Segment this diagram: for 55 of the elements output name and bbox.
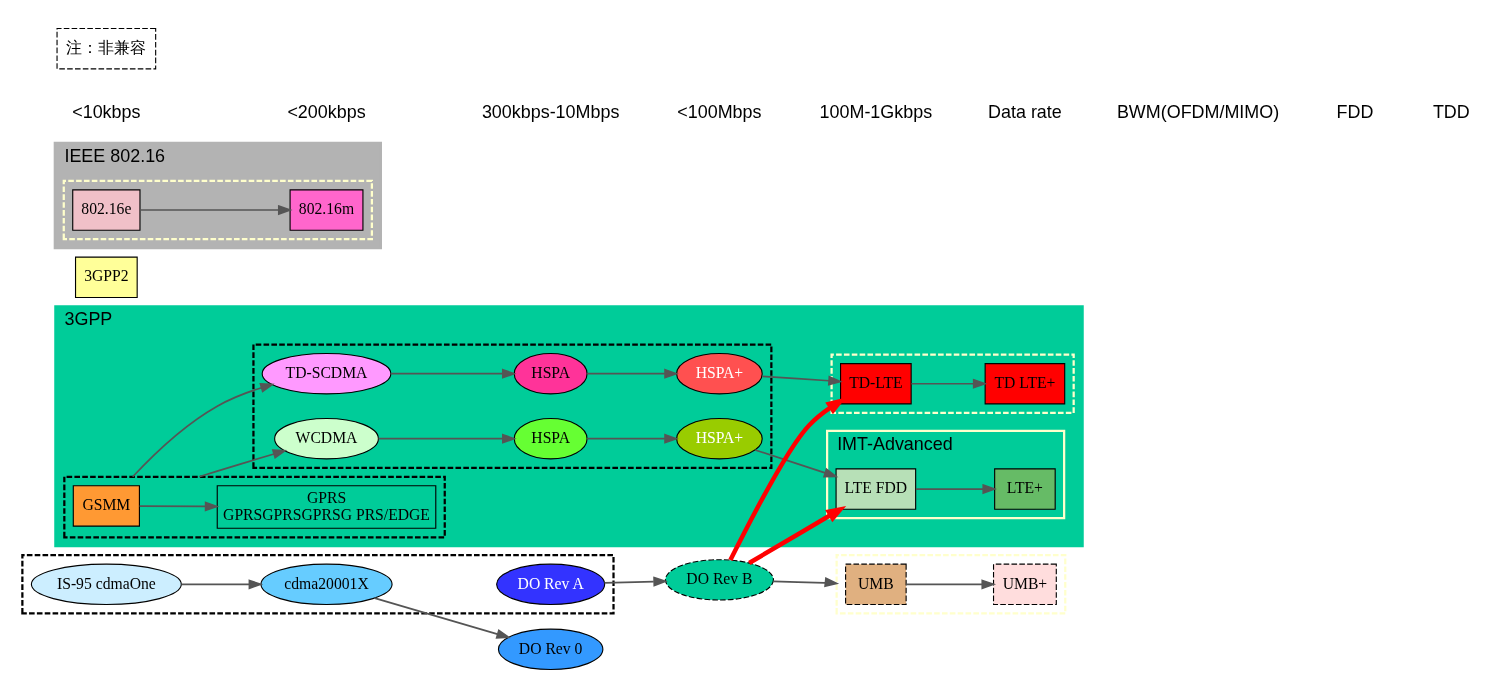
cluster (21, 553, 615, 615)
arrow (761, 375, 843, 386)
node-box: UMB (845, 563, 907, 605)
node-box: TD-LTE (840, 362, 912, 404)
label: BWM(OFDM/MIMO) (1116, 101, 1280, 122)
node-ellipse: HSPA (513, 352, 588, 394)
arrow (377, 433, 517, 444)
node-ellipse: HSPA+ (676, 417, 763, 459)
cluster (63, 475, 446, 538)
cluster (252, 342, 773, 469)
label: 300kbps-10Mbps (481, 101, 620, 122)
arrow (905, 578, 997, 589)
node-ellipse: cdma20001X (260, 563, 393, 605)
arrow (389, 368, 517, 379)
node-box: UMB+ (993, 563, 1057, 605)
arrow (131, 382, 275, 478)
arrow (915, 483, 997, 494)
node-box: 802.16e (72, 188, 141, 231)
label: <10kbps (72, 101, 141, 122)
arrow (754, 448, 839, 477)
cluster (830, 353, 1075, 414)
label: <100Mbps (677, 101, 762, 122)
node-ellipse: HSPA (513, 417, 588, 459)
node-box: TD LTE+ (984, 362, 1066, 404)
label: TDD (1432, 101, 1470, 122)
cluster (835, 553, 1067, 615)
node-ellipse: HSPA+ (676, 352, 763, 394)
arrow (910, 378, 988, 389)
arrow (603, 576, 668, 587)
arrow (139, 204, 293, 215)
arrow (728, 397, 847, 561)
node-box: 3GPP2 (74, 256, 138, 298)
node-ellipse: DO Rev A (496, 563, 606, 605)
arrow (772, 576, 840, 587)
label: FDD (1336, 101, 1374, 122)
node-box: LTE FDD (835, 467, 917, 510)
arrow (180, 578, 264, 589)
legend-label: 注：非兼容 (66, 37, 147, 57)
node-box: GPRS GPRSGPRSGPRSG PRS/EDGE (216, 484, 437, 529)
node-ellipse: WCDMA (274, 417, 379, 459)
arrow (748, 505, 847, 565)
arrow (198, 448, 288, 478)
label: Data rate (988, 101, 1062, 122)
arrow (586, 368, 679, 379)
node-box: GSMM (72, 484, 140, 527)
cluster (62, 179, 373, 240)
node-ellipse: IS-95 cdmaOne (30, 563, 182, 605)
node-box: LTE+ (994, 467, 1056, 510)
arrow (373, 596, 511, 639)
node-box: 802.16m (289, 188, 364, 231)
arrow (138, 500, 220, 511)
node-ellipse: DO Rev B (664, 558, 774, 601)
label: 100M-1Gkbps (819, 101, 933, 122)
label: <200kbps (287, 101, 366, 122)
arrow (586, 433, 679, 444)
